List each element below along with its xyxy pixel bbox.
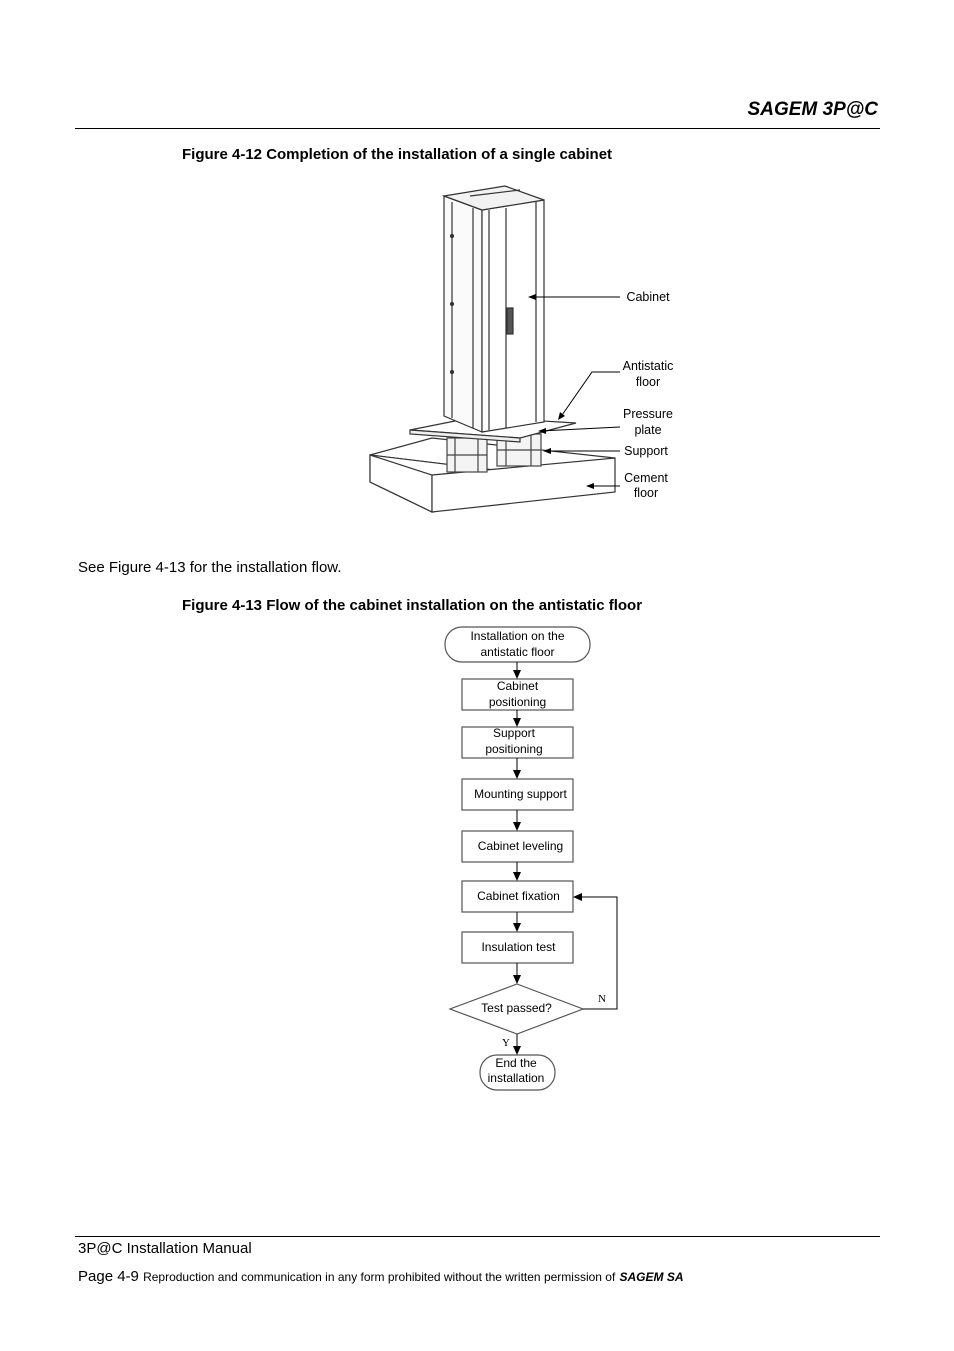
flow-step3-shape xyxy=(461,778,574,811)
cabinet-body xyxy=(441,185,545,433)
label-cabinet: Cabinet xyxy=(626,290,670,304)
label-cement-1: Cement xyxy=(624,471,668,485)
body-see-figure: See Figure 4-13 for the installation flo… xyxy=(78,559,342,576)
flow-no-label: N xyxy=(598,993,606,1006)
flow-step2-shape xyxy=(461,726,574,759)
flow-step1-line2: positioning xyxy=(488,694,547,709)
flow-end-shape xyxy=(479,1054,556,1091)
label-cement-2: floor xyxy=(633,486,659,500)
flow-step4-label: Cabinet leveling xyxy=(477,838,564,853)
figure-12-caption: Figure 4-12 Completion of the installati… xyxy=(182,146,613,163)
flow-arrowheads xyxy=(513,670,582,1055)
flow-decision-label: Test passed? xyxy=(481,1001,552,1016)
leader-arrowheads xyxy=(528,294,594,489)
flow-start-line1: Installation on the xyxy=(470,628,565,643)
footer-rule xyxy=(75,1236,880,1237)
header-rule xyxy=(75,128,880,129)
flow-step5-label: Cabinet fixation xyxy=(477,888,560,903)
footer-notice: Reproduction and communication in any fo… xyxy=(143,1270,616,1284)
flow-yes-label: Y xyxy=(502,1037,510,1050)
flow-connectors xyxy=(516,662,618,1051)
flow-end-line1: End the xyxy=(495,1055,537,1070)
footer-manual-title: 3P@C Installation Manual xyxy=(78,1240,252,1257)
footer-notice-line: Page 4-9 Reproduction and communication … xyxy=(78,1268,684,1285)
footer-page-number: Page 4-9 xyxy=(78,1268,139,1285)
label-antistatic-1: Antistatic xyxy=(622,359,674,373)
label-pressure-2: plate xyxy=(634,423,662,437)
flow-step2-line1: Support xyxy=(492,725,536,740)
flow-step5-shape xyxy=(461,880,574,913)
label-support: Support xyxy=(624,444,668,458)
flow-step1-shape xyxy=(461,678,574,711)
flow-step3-label: Mounting support xyxy=(474,786,567,801)
flow-end-line2: installation xyxy=(487,1070,545,1085)
figure-13-caption: Figure 4-13 Flow of the cabinet installa… xyxy=(182,597,643,614)
support-legs xyxy=(446,433,542,473)
flow-step2-line2: positioning xyxy=(485,741,543,756)
header-title: SAGEM 3P@C xyxy=(747,99,878,120)
flow-step6-label: Insulation test xyxy=(481,939,556,954)
leader-lines xyxy=(530,296,621,487)
label-pressure-1: Pressure xyxy=(622,407,674,421)
flow-step1-line1: Cabinet xyxy=(496,678,539,693)
flow-start-line2: antistatic floor xyxy=(480,644,555,659)
footer-company: SAGEM SA xyxy=(619,1270,684,1284)
label-antistatic-2: floor xyxy=(635,375,661,389)
